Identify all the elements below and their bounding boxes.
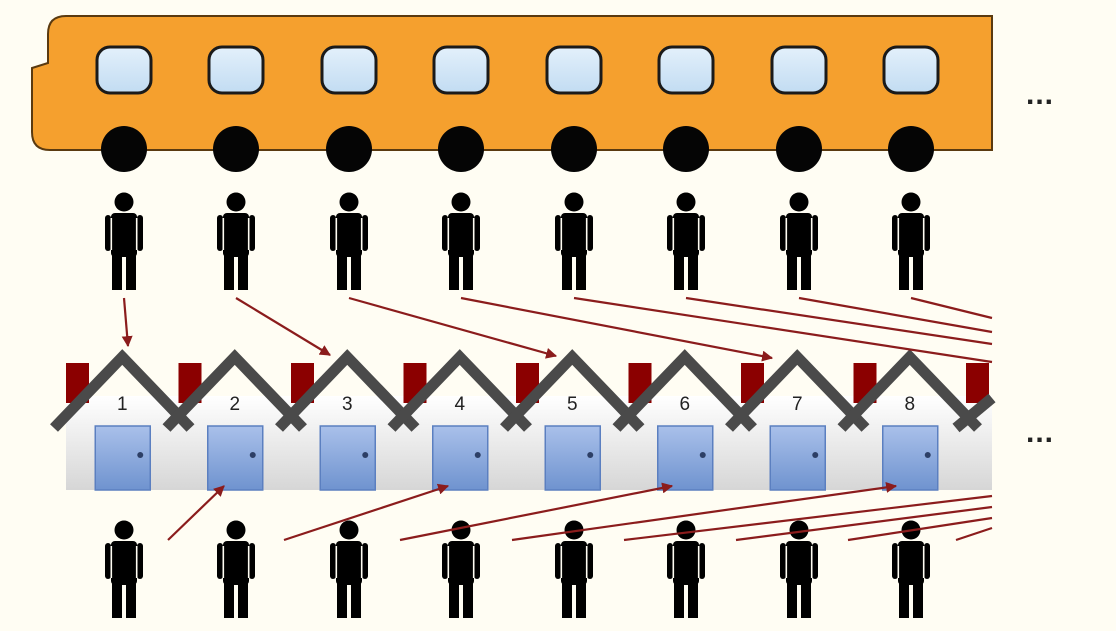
house: 5 xyxy=(500,349,645,491)
person-icon xyxy=(442,192,480,290)
house-number: 8 xyxy=(904,394,915,415)
bus-wheel xyxy=(551,126,597,172)
house: 7 xyxy=(725,349,870,491)
bus-window xyxy=(882,45,940,95)
house: 1 xyxy=(50,349,195,491)
house-number: 5 xyxy=(567,394,578,415)
house-number: 1 xyxy=(117,394,128,415)
bus-continuation-ellipsis: ... xyxy=(1026,78,1055,111)
bus-window xyxy=(657,45,715,95)
person-icon xyxy=(667,520,705,618)
house-number: 7 xyxy=(792,394,803,415)
person-icon xyxy=(892,520,930,618)
house-number: 2 xyxy=(229,394,240,415)
bus-wheel xyxy=(326,126,372,172)
person-icon xyxy=(780,520,818,618)
house: 3 xyxy=(275,349,420,491)
bus-window xyxy=(545,45,603,95)
bus-wheel xyxy=(101,126,147,172)
person-icon xyxy=(330,192,368,290)
move-arrow xyxy=(910,296,993,320)
move-arrow xyxy=(955,526,993,542)
person-icon xyxy=(780,192,818,290)
roof xyxy=(275,349,420,432)
person-icon xyxy=(892,192,930,290)
door-knob xyxy=(587,452,594,458)
person-icon xyxy=(217,520,255,618)
move-arrow xyxy=(798,296,993,334)
door xyxy=(207,425,264,491)
door xyxy=(432,425,489,491)
bus-wheel xyxy=(888,126,934,172)
roof xyxy=(162,349,307,432)
move-arrow xyxy=(685,296,993,346)
move-arrow xyxy=(573,296,993,364)
bus-window xyxy=(770,45,828,95)
bus-window xyxy=(432,45,490,95)
roof xyxy=(837,349,982,432)
person-icon xyxy=(555,192,593,290)
house-number: 3 xyxy=(342,394,353,415)
house-number: 6 xyxy=(679,394,690,415)
move-arrow xyxy=(399,482,674,542)
door-knob xyxy=(699,452,706,458)
bus-wheel xyxy=(663,126,709,172)
person-icon xyxy=(330,520,368,618)
roof xyxy=(387,349,532,432)
roof xyxy=(50,349,195,432)
house: 4 xyxy=(387,349,532,491)
door-knob xyxy=(812,452,819,458)
move-arrow xyxy=(735,505,993,542)
bus-wheel xyxy=(213,126,259,172)
house: 8 xyxy=(837,349,982,491)
houses-continuation-ellipsis: ... xyxy=(1026,416,1055,449)
bus-window xyxy=(320,45,378,95)
door-knob xyxy=(137,452,144,458)
door-knob xyxy=(362,452,369,458)
house: 6 xyxy=(612,349,757,491)
person-icon xyxy=(217,192,255,290)
person-icon xyxy=(105,520,143,618)
house-number: 4 xyxy=(454,394,465,415)
house: 2 xyxy=(162,349,307,491)
roof xyxy=(612,349,757,432)
door-knob xyxy=(249,452,256,458)
move-arrow xyxy=(121,297,133,348)
chimney-partial xyxy=(966,363,989,403)
move-arrow xyxy=(623,494,993,542)
person-icon xyxy=(105,192,143,290)
bus-window xyxy=(207,45,265,95)
bus-body xyxy=(31,15,993,151)
roof-partial xyxy=(952,393,996,433)
person-icon xyxy=(442,520,480,618)
move-arrow xyxy=(460,296,774,362)
door xyxy=(544,425,601,491)
move-arrow xyxy=(167,485,225,541)
move-arrow xyxy=(235,297,331,356)
door-knob xyxy=(474,452,481,458)
roof xyxy=(725,349,870,432)
door xyxy=(882,425,939,491)
move-arrow xyxy=(511,481,898,542)
move-arrow xyxy=(283,483,450,542)
roof xyxy=(500,349,645,432)
door-knob xyxy=(924,452,931,458)
bus-wheel xyxy=(438,126,484,172)
person-icon xyxy=(667,192,705,290)
door xyxy=(769,425,826,491)
bus-wheel xyxy=(776,126,822,172)
bus-window xyxy=(95,45,153,95)
move-arrow xyxy=(847,516,993,542)
door xyxy=(94,425,151,491)
move-arrow xyxy=(348,296,558,359)
door xyxy=(657,425,714,491)
person-icon xyxy=(555,520,593,618)
door xyxy=(319,425,376,491)
